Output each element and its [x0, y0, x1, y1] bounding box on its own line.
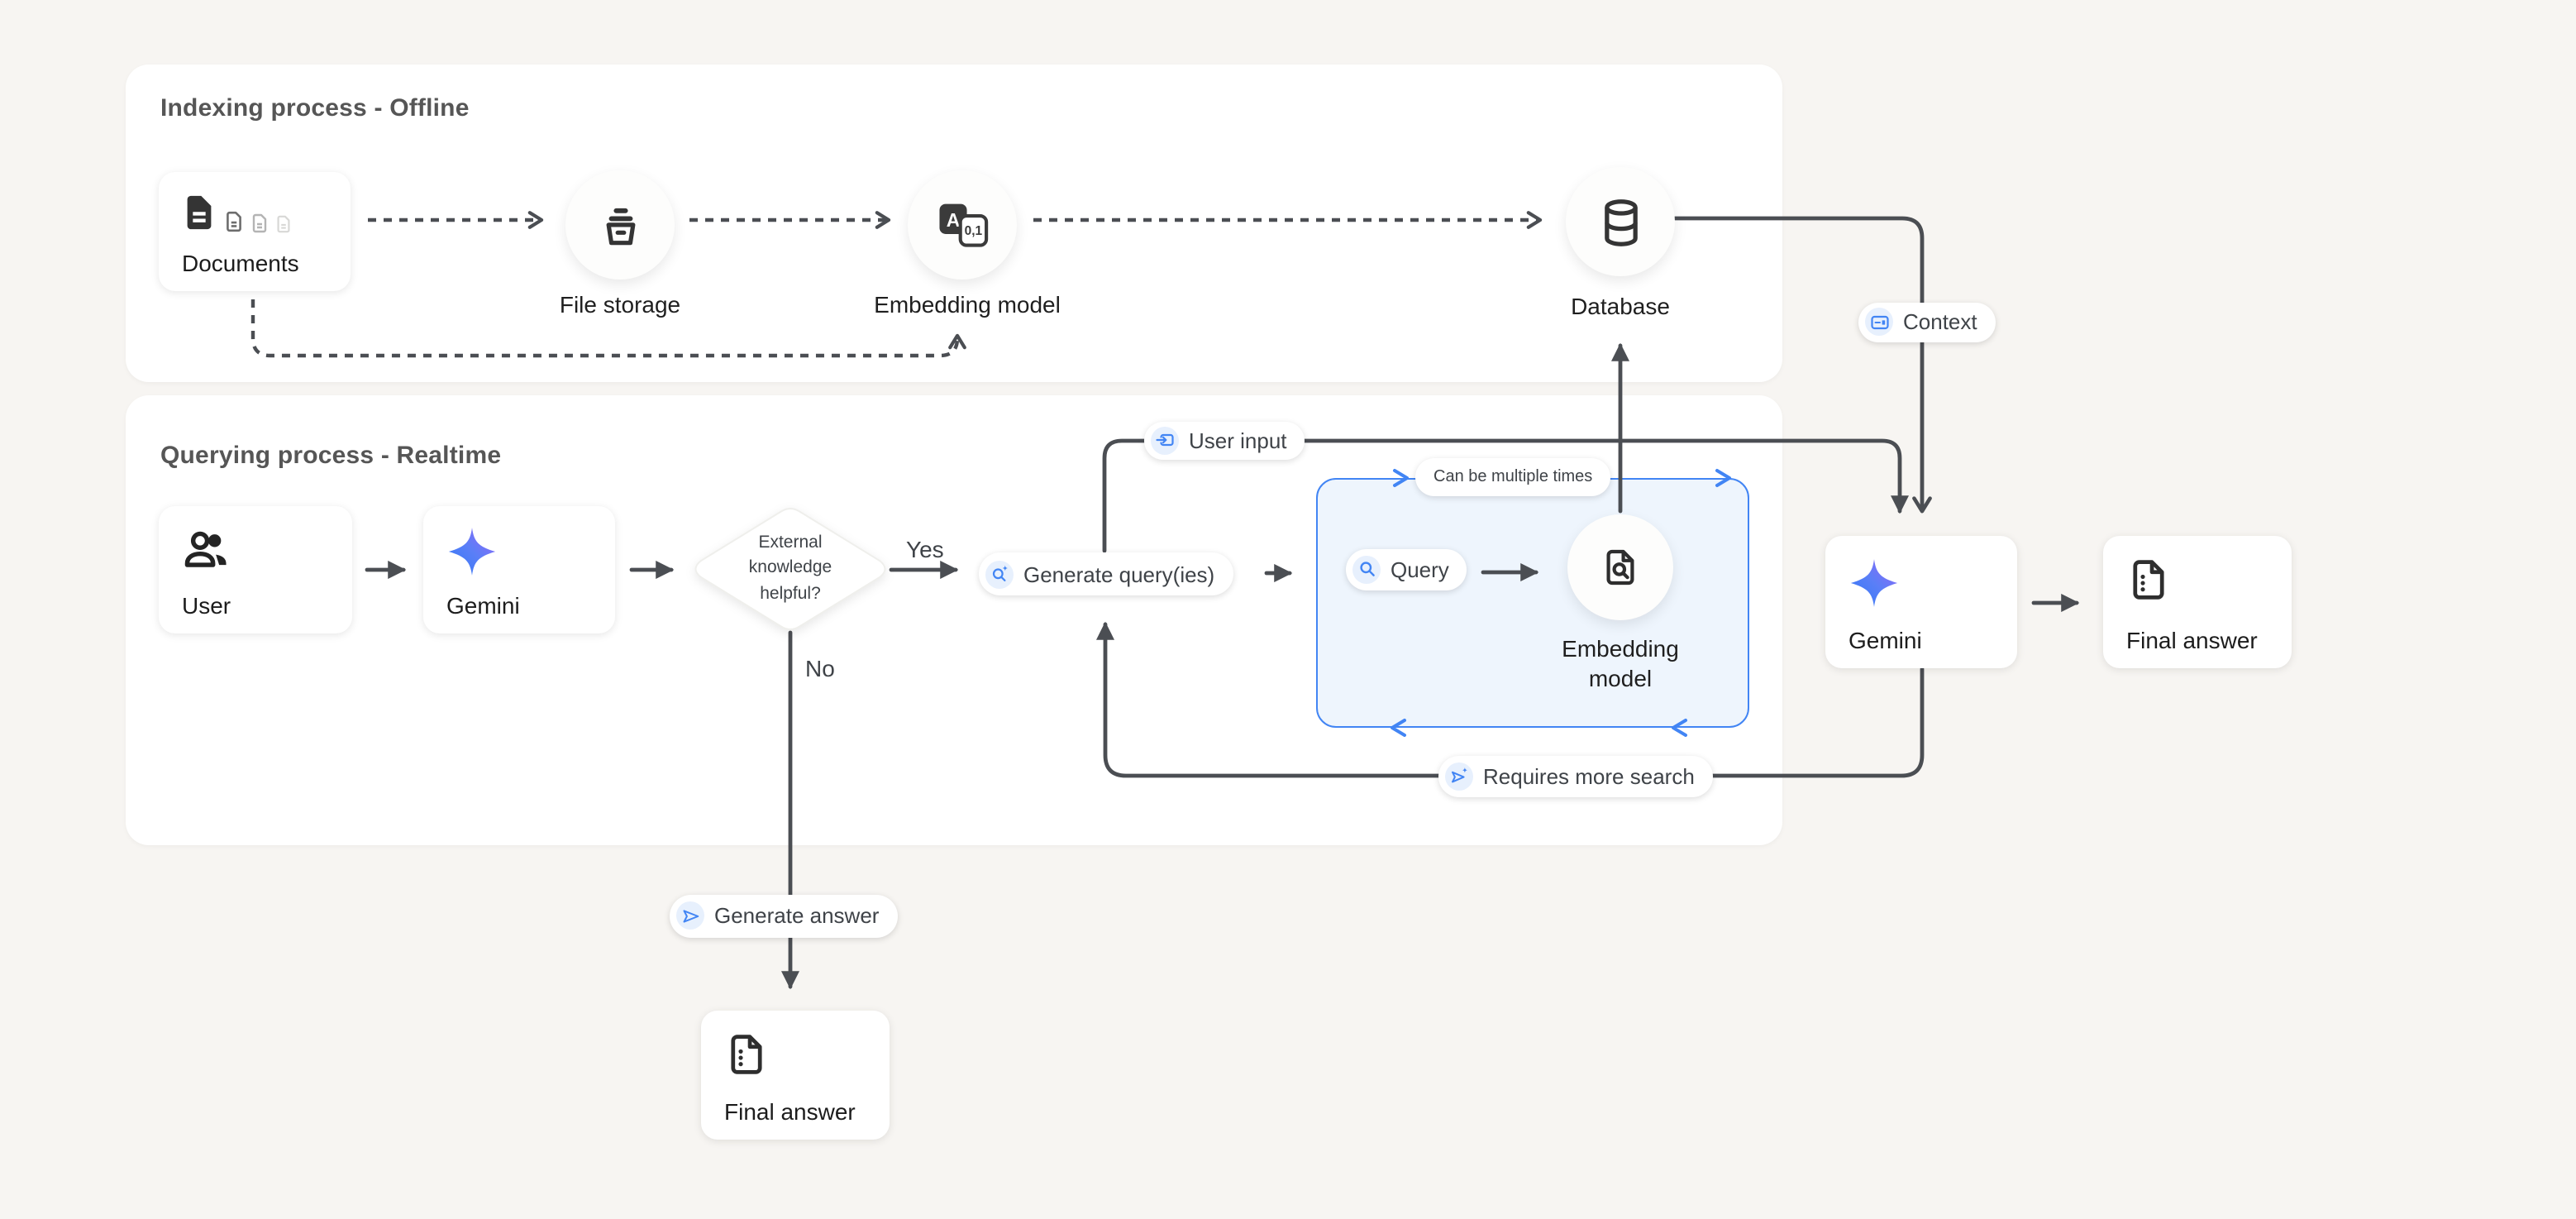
svg-text:A: A [946, 209, 959, 231]
database-icon [1604, 198, 1637, 246]
generate-answer-label: Generate answer [714, 903, 880, 929]
embedding-model-node: A 0,1 [908, 170, 1017, 280]
search-spark-icon [985, 560, 1014, 588]
gemini-star-icon [1850, 559, 1898, 607]
gemini-node: Gemini [423, 506, 615, 633]
final-answer-bottom-node: Final answer [701, 1011, 890, 1140]
retrieval-loop-box [1316, 478, 1749, 728]
documents-node: Documents [159, 172, 351, 291]
final-answer-label: Final answer [2126, 627, 2258, 653]
file-search-icon [1606, 549, 1634, 586]
user-input-label: User input [1189, 428, 1287, 452]
file-storage-icon [605, 207, 635, 245]
context-label: Context [1903, 309, 1977, 334]
context-pill: Context [1858, 302, 1996, 342]
external-knowledge-decision: External knowledge helpful? [689, 501, 891, 637]
decision-question: External knowledge helpful? [689, 501, 891, 637]
query-embedding-model-node [1567, 514, 1673, 620]
send-icon [676, 901, 704, 930]
decision-line3: helpful? [760, 583, 821, 604]
output-gemini-node: Gemini [1825, 536, 2017, 668]
yes-branch-label: Yes [906, 536, 944, 562]
documents-label: Documents [182, 250, 299, 276]
gemini-label: Gemini [446, 592, 520, 619]
decision-line1: External [758, 533, 823, 553]
user-icon [184, 531, 227, 567]
generate-queries-label: Generate query(ies) [1023, 562, 1215, 586]
database-label: Database [1571, 292, 1670, 318]
context-icon [1865, 308, 1893, 336]
user-node: User [159, 506, 352, 633]
documents-icon [180, 190, 293, 235]
final-answer-file-icon [2133, 560, 2164, 600]
loop-note-pill: Can be multiple times [1415, 458, 1611, 496]
querying-title: Querying process - Realtime [160, 442, 502, 470]
generate-answer-pill: Generate answer [670, 895, 898, 937]
decision-line2: knowledge [748, 557, 832, 578]
loop-note-label: Can be multiple times [1433, 468, 1593, 486]
file-storage-node [565, 170, 675, 280]
indexing-title: Indexing process - Offline [160, 94, 470, 122]
query-embedding-model-label: Embedding model [1562, 635, 1679, 691]
embedding-model-label: Embedding model [874, 291, 1061, 318]
no-branch-label: No [805, 655, 835, 681]
gemini-star-icon [448, 528, 496, 576]
svg-text:0,1: 0,1 [964, 224, 982, 238]
user-input-pill: User input [1144, 421, 1305, 459]
embedding-model-icon: A 0,1 [938, 203, 988, 247]
output-gemini-label: Gemini [1849, 627, 1922, 653]
requires-more-search-pill: Requires more search [1438, 755, 1713, 797]
final-answer-node: Final answer [2103, 536, 2292, 668]
send-spark-icon [1445, 762, 1473, 791]
input-icon [1151, 426, 1179, 454]
requires-more-search-label: Requires more search [1483, 763, 1695, 789]
database-node [1566, 167, 1675, 276]
user-label: User [182, 592, 231, 619]
search-icon [1352, 555, 1381, 583]
query-pill: Query [1346, 548, 1467, 590]
file-storage-label: File storage [559, 291, 681, 318]
query-label: Query [1391, 557, 1449, 581]
generate-queries-pill: Generate query(ies) [979, 552, 1233, 595]
final-answer-file-icon [731, 1035, 762, 1074]
final-answer-bottom-label: Final answer [724, 1098, 856, 1125]
